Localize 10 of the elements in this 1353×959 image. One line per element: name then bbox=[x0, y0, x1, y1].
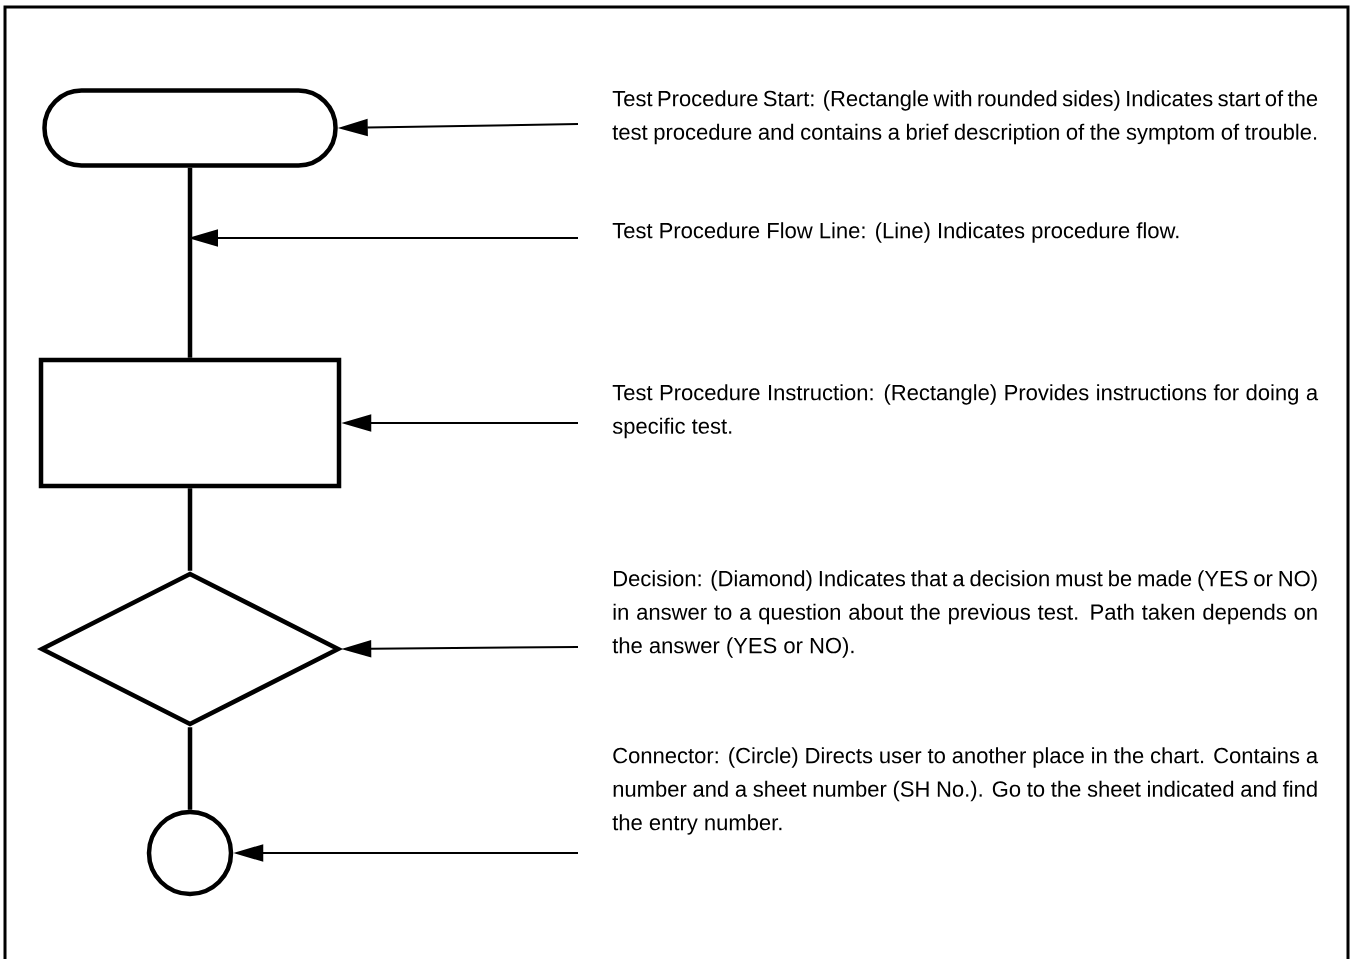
instruction-box bbox=[38, 357, 342, 489]
connector-circle bbox=[146, 809, 234, 897]
description-text: Decision: (Diamond) Indicates that a decision must be made (YES or NO) in answer to a question about the previous test. Path taken depends on the answer (YES or NO). bbox=[612, 570, 1317, 658]
flow-line bbox=[187, 727, 193, 810]
description-text: Connector: (Circle) Directs user to another place in the chart. Contains a number and a sheet number (SH No.). Go to the sheet indicated and find the entry number. bbox=[612, 747, 1319, 835]
flow-line bbox=[187, 488, 193, 571]
flow-line bbox=[187, 167, 193, 358]
description-text: Test Procedure Start: (Rectangle with rounded sides) Indicates start of the test procedure and contains a brief description of the symptom of trouble. bbox=[612, 90, 1318, 145]
description-text: Test Procedure Flow Line: (Line) Indicates procedure flow. bbox=[612, 222, 1179, 243]
description-text: Test Procedure Instruction: (Rectangle) Provides instructions for doing a specific test. bbox=[612, 384, 1319, 439]
